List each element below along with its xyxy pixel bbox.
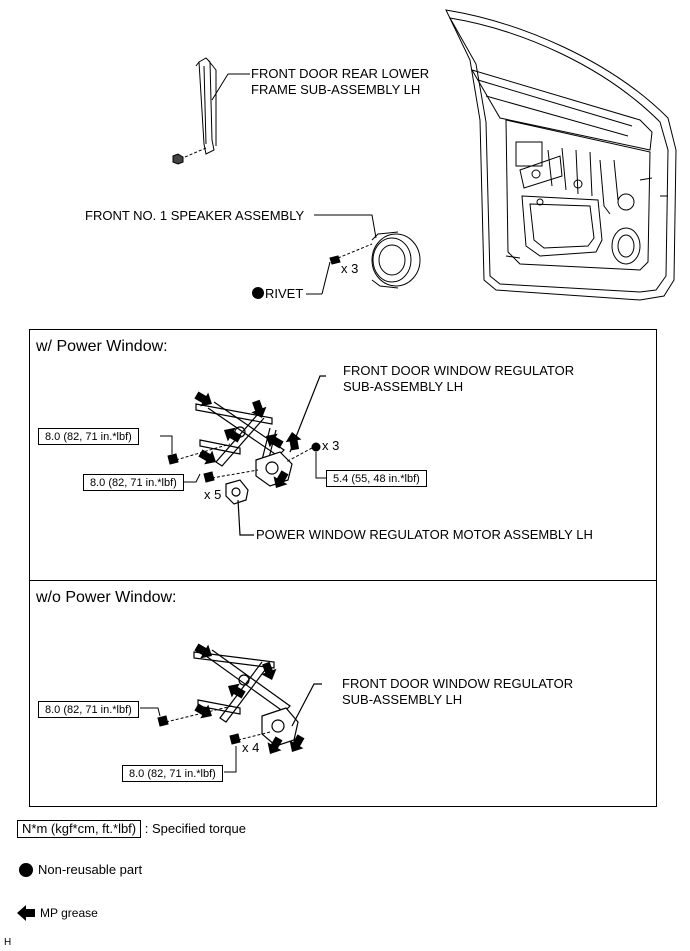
rear-frame-label-line1: FRONT DOOR REAR LOWER bbox=[251, 66, 430, 81]
rear-lower-frame-illustration bbox=[172, 57, 250, 165]
manual-regulator-label-line2: SUB-ASSEMBLY LH bbox=[342, 692, 463, 707]
power-window-fasteners bbox=[160, 435, 326, 483]
manual-regulator-label-line1: FRONT DOOR WINDOW REGULATOR bbox=[342, 676, 574, 691]
manual-window-panel: w/o Power Window: bbox=[29, 580, 657, 807]
speaker-label: FRONT NO. 1 SPEAKER ASSEMBLY bbox=[85, 208, 305, 223]
power-window-title: w/ Power Window: bbox=[36, 338, 168, 355]
speaker-illustration bbox=[306, 214, 421, 295]
legend-nonreusable-text: Non-reusable part bbox=[38, 862, 143, 877]
front-door-illustration bbox=[445, 9, 677, 301]
rivet-nonreusable-dot bbox=[252, 287, 264, 299]
manual-window-regulator-illustration bbox=[193, 649, 322, 747]
bolt-quantity: x 4 bbox=[242, 740, 260, 755]
rivet-label: RIVET bbox=[265, 286, 304, 301]
torque-value-box: 5.4 (55, 48 in.*lbf) bbox=[326, 470, 427, 487]
rivet-quantity: x 3 bbox=[341, 261, 359, 276]
torque-value-box: 8.0 (82, 71 in.*lbf) bbox=[38, 701, 139, 718]
power-regulator-label-line1: FRONT DOOR WINDOW REGULATOR bbox=[343, 363, 575, 378]
motor-label: POWER WINDOW REGULATOR MOTOR ASSEMBLY LH bbox=[256, 527, 593, 542]
legend-torque: N*m (kgf*cm, ft.*lbf) : Specified torque bbox=[17, 820, 246, 838]
legend-nonreusable-dot bbox=[19, 863, 33, 877]
power-regulator-label-line2: SUB-ASSEMBLY LH bbox=[343, 379, 464, 394]
legend-grease-text: MP grease bbox=[40, 906, 98, 920]
torque-value-box: 8.0 (82, 71 in.*lbf) bbox=[83, 474, 184, 491]
rear-frame-label-line2: FRAME SUB-ASSEMBLY LH bbox=[251, 82, 421, 97]
torque-value-box: 8.0 (82, 71 in.*lbf) bbox=[38, 428, 139, 445]
manual-window-fasteners bbox=[140, 705, 271, 773]
bolt-quantity: x 5 bbox=[204, 487, 222, 502]
torque-value-box: 8.0 (82, 71 in.*lbf) bbox=[122, 765, 223, 782]
legend-torque-desc: : Specified torque bbox=[144, 821, 246, 836]
footer-mark: H bbox=[4, 937, 12, 948]
legend-grease-arrow bbox=[17, 905, 35, 921]
legend-torque-unit: N*m (kgf*cm, ft.*lbf) bbox=[17, 820, 142, 838]
bolt-quantity: x 3 bbox=[322, 438, 340, 453]
manual-window-title: w/o Power Window: bbox=[36, 589, 177, 606]
